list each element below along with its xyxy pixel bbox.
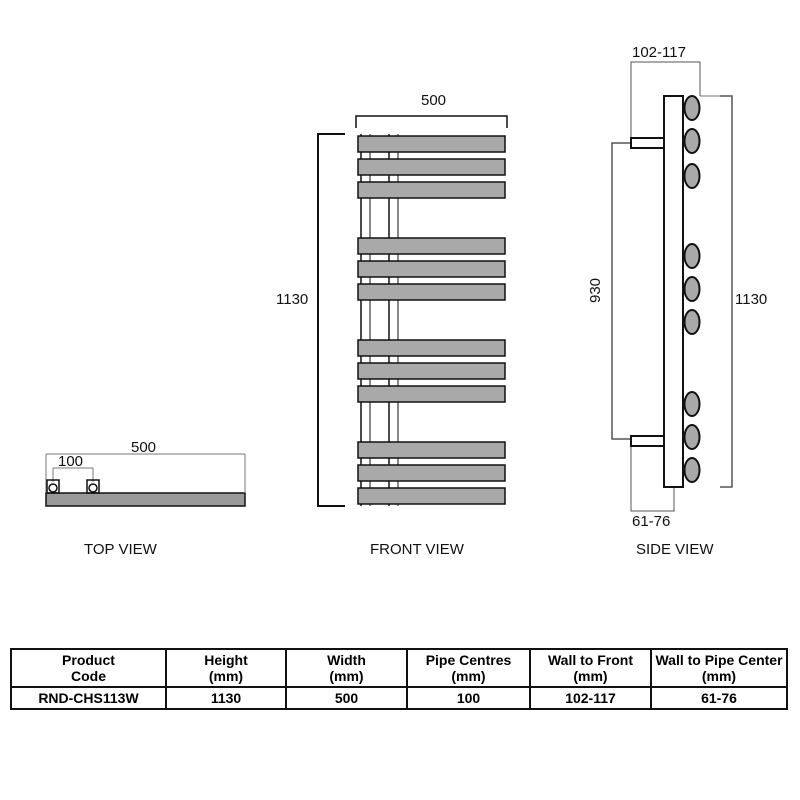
bar-section	[683, 128, 701, 154]
bar-section	[683, 309, 701, 335]
bar-section	[683, 95, 701, 121]
cell-wall-to-front: 102-117	[529, 686, 652, 710]
side-view-label: SIDE VIEW	[636, 541, 714, 558]
towel-bar	[357, 283, 506, 301]
bar-section	[683, 163, 701, 189]
front-view-label: FRONT VIEW	[370, 541, 464, 558]
cell-width: 500	[285, 686, 408, 710]
side-height-dim: 1130	[735, 291, 768, 308]
front-view-drawing	[317, 115, 508, 507]
front-width-dim: 500	[421, 92, 447, 109]
towel-bar	[357, 339, 506, 357]
side-pipe-centres-dim: 930	[587, 277, 605, 304]
front-height-dim: 1130	[276, 291, 309, 308]
cell-height: 1130	[165, 686, 287, 710]
top-width-dim: 500	[131, 439, 157, 456]
bar-section	[683, 424, 701, 450]
top-view-label: TOP VIEW	[84, 541, 157, 558]
towel-bar	[357, 441, 506, 459]
side-view-drawing	[611, 61, 733, 512]
side-wall-front-dim: 102-117	[632, 44, 686, 61]
header-height: Height(mm)	[165, 648, 287, 688]
towel-bar	[357, 362, 506, 380]
bar-section	[683, 457, 701, 483]
bar-section	[683, 243, 701, 269]
towel-bar	[357, 464, 506, 482]
bar-section	[683, 391, 701, 417]
top-view-drawing	[45, 453, 246, 507]
towel-bar	[357, 181, 506, 199]
cell-wall-to-pipe-center: 61-76	[650, 686, 788, 710]
top-pipe-dim: 100	[58, 453, 84, 470]
table-row: RND-CHS113W 1130 500 100 102-117 61-76	[10, 686, 788, 710]
towel-bar	[357, 260, 506, 278]
header-pipe-centres: Pipe Centres(mm)	[406, 648, 531, 688]
towel-bar	[357, 237, 506, 255]
header-width: Width(mm)	[285, 648, 408, 688]
header-wall-to-pipe-center: Wall to Pipe Center(mm)	[650, 648, 788, 688]
side-wall-pipe-dim: 61-76	[632, 513, 671, 530]
towel-bar	[357, 135, 506, 153]
towel-bar	[357, 487, 506, 505]
bar-section	[683, 276, 701, 302]
towel-bar	[357, 385, 506, 403]
header-wall-to-front: Wall to Front(mm)	[529, 648, 652, 688]
cell-pipe-centres: 100	[406, 686, 531, 710]
towel-bar	[357, 158, 506, 176]
cell-product-code: RND-CHS113W	[10, 686, 167, 710]
